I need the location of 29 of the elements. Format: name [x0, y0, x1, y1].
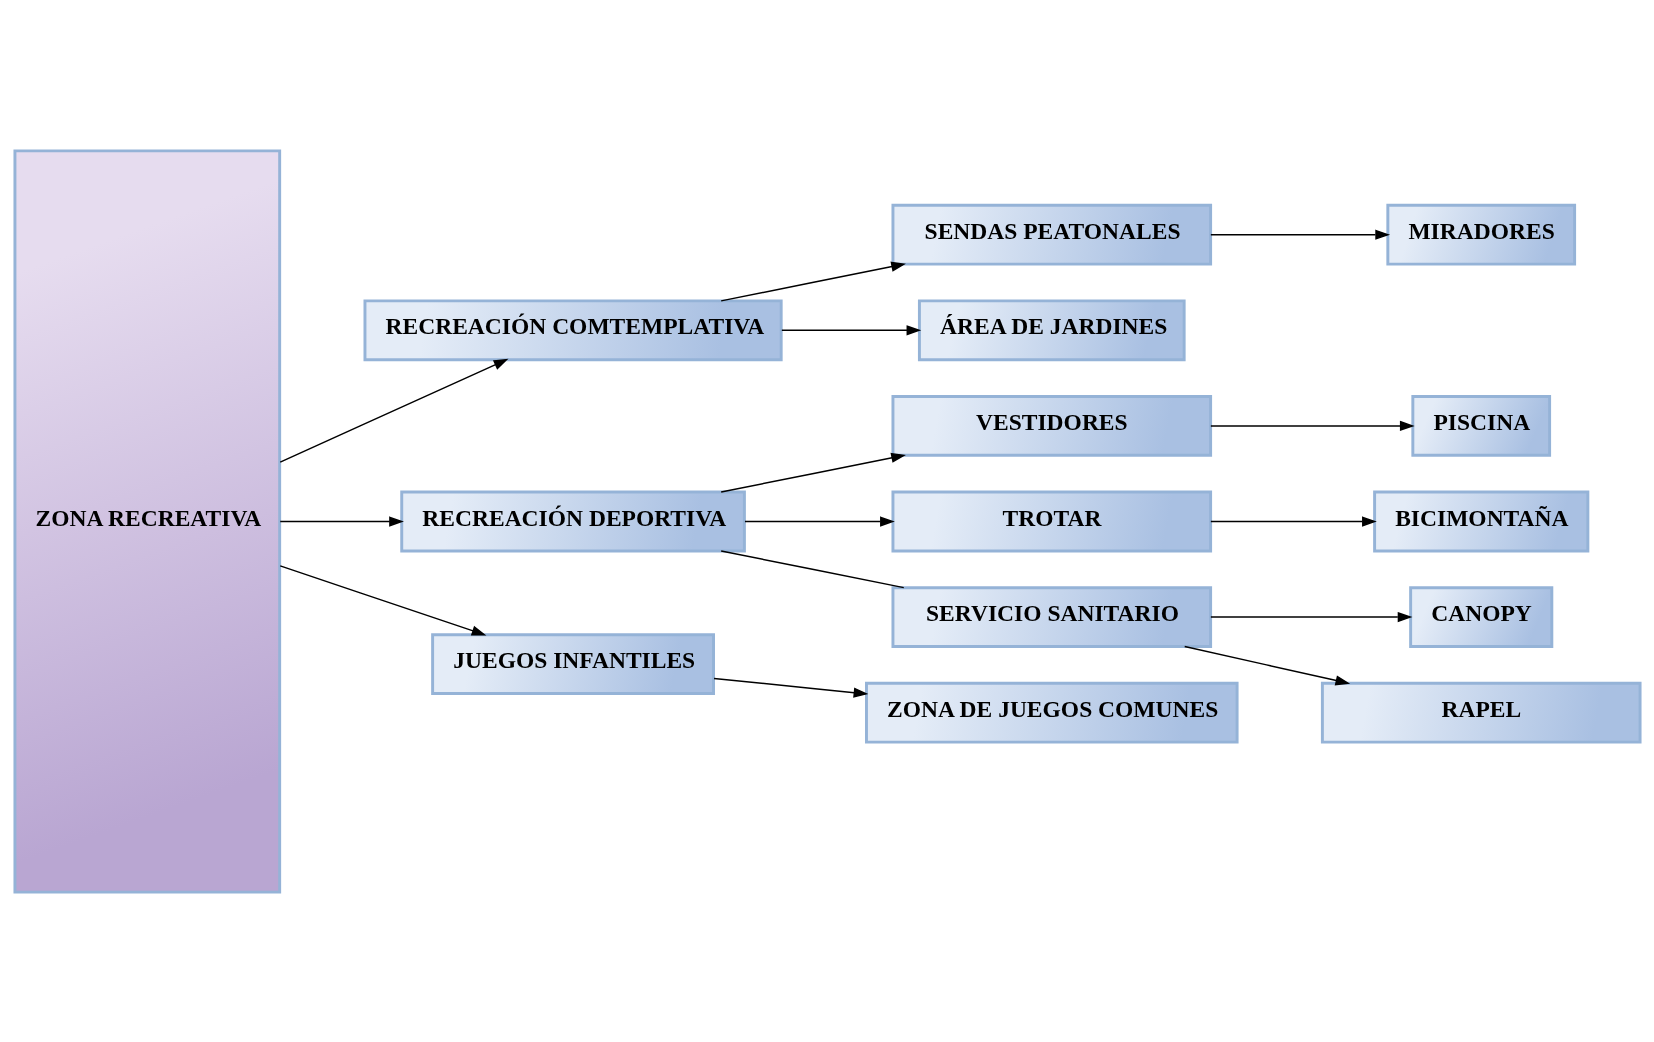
arrow	[279, 358, 508, 463]
node-box: CANOPY	[1408, 585, 1553, 648]
node-box: RAPEL	[1320, 681, 1642, 744]
node-box: BICIMONTAÑA	[1372, 490, 1589, 552]
arrow	[1209, 229, 1390, 240]
connector	[719, 549, 904, 588]
node-box: SERVICIO SANITARIO	[891, 585, 1212, 648]
node-box: TROTAR	[891, 490, 1212, 552]
arrow	[719, 452, 906, 493]
node-box: ÁREA DE JARDINES	[917, 298, 1186, 361]
node-box: JUEGOS INFANTILES	[430, 632, 715, 695]
arrow	[1209, 420, 1415, 431]
arrow	[712, 677, 868, 698]
arrow	[743, 515, 895, 527]
arrow	[279, 564, 486, 636]
node-box: VESTIDORES	[891, 394, 1212, 457]
arrow	[1209, 611, 1412, 622]
arrow	[780, 324, 921, 335]
node-box: SENDAS PEATONALES	[891, 203, 1212, 266]
arrow	[1183, 645, 1350, 685]
arrow	[279, 515, 404, 527]
node-box: RECREACIÓN COMTEMPLATIVA	[363, 298, 783, 361]
node-box: ZONA RECREATIVA	[12, 148, 281, 894]
node-box: MIRADORES	[1385, 203, 1576, 266]
arrow	[1209, 515, 1377, 527]
node-box: PISCINA	[1410, 394, 1551, 457]
arrow	[719, 261, 906, 302]
node-box: ZONA DE JUEGOS COMUNES	[864, 681, 1239, 744]
node-box: RECREACIÓN DEPORTIVA	[399, 490, 746, 552]
